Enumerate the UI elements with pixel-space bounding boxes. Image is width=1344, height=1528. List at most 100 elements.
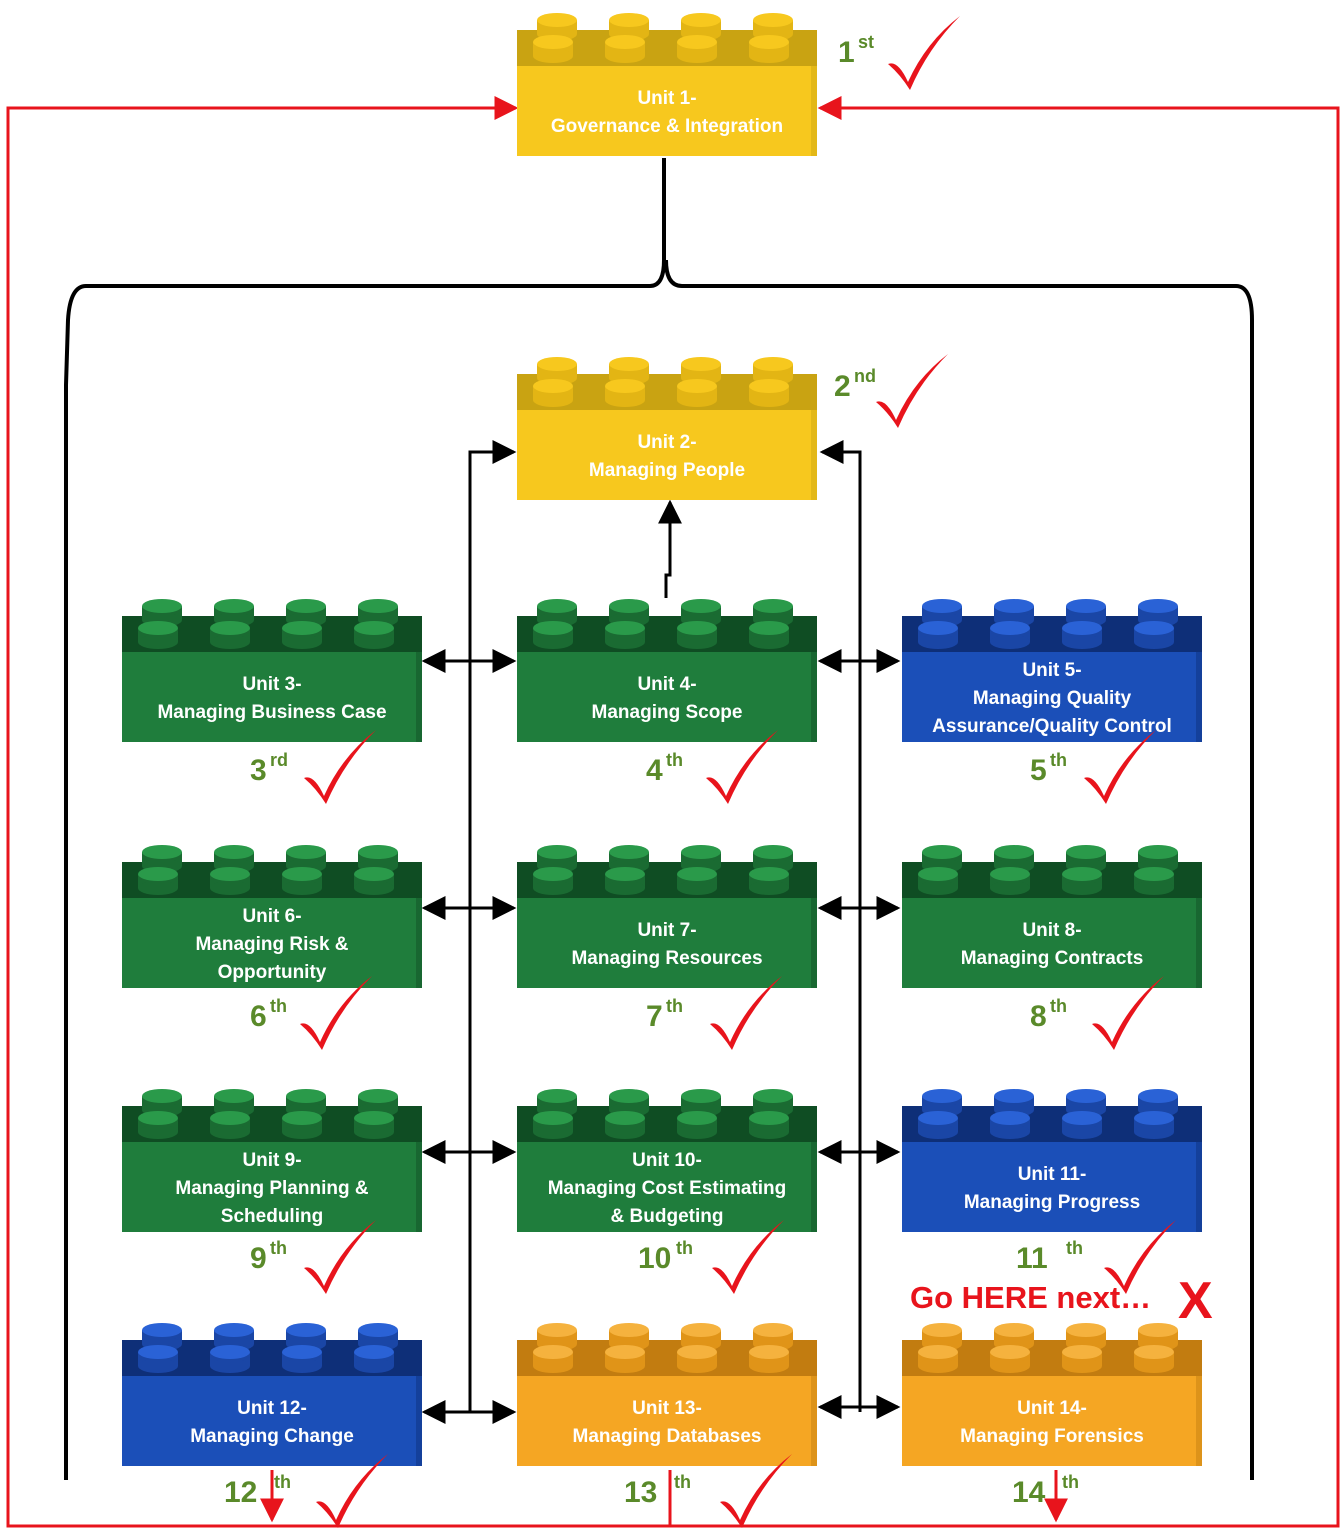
brick-top-face bbox=[517, 374, 817, 410]
brick-stud-top bbox=[605, 1111, 645, 1125]
checkmark-icon bbox=[1084, 730, 1156, 804]
brick-stud-top bbox=[605, 379, 645, 393]
brick-stud-top bbox=[753, 13, 793, 27]
rank-suffix: th bbox=[1066, 1238, 1083, 1258]
brick-stud-top bbox=[282, 867, 322, 881]
brick-stud-top bbox=[142, 845, 182, 859]
brick-stud-base bbox=[1062, 1125, 1102, 1139]
brick-stud-top bbox=[605, 621, 645, 635]
brick-stud-top bbox=[142, 1323, 182, 1337]
rank-number: 7 bbox=[646, 1000, 663, 1033]
brick-stud-base bbox=[1062, 881, 1102, 895]
brick-stud-top bbox=[681, 599, 721, 613]
rank-number: 11 bbox=[1016, 1242, 1048, 1275]
rank-suffix: th bbox=[270, 1238, 287, 1258]
unit-brick-u14[interactable]: Unit 14-Managing Forensics bbox=[902, 1323, 1202, 1466]
unit-brick-u8[interactable]: Unit 8-Managing Contracts bbox=[902, 845, 1202, 988]
unit-brick-u11[interactable]: Unit 11-Managing Progress bbox=[902, 1089, 1202, 1232]
brick-stud-base bbox=[677, 393, 717, 407]
brick-stud-top bbox=[286, 1089, 326, 1103]
unit-brick-u2[interactable]: Unit 2-Managing People bbox=[517, 357, 817, 500]
unit-brick-u13[interactable]: Unit 13-Managing Databases bbox=[517, 1323, 817, 1466]
brick-stud-top bbox=[605, 867, 645, 881]
brick-stud-base bbox=[533, 635, 573, 649]
unit-label-line: Managing Databases bbox=[573, 1426, 762, 1447]
brick-stud-top bbox=[210, 1111, 250, 1125]
brick-top-face bbox=[517, 30, 817, 66]
checkmark-icon bbox=[316, 1454, 388, 1528]
unit-brick-u5[interactable]: Unit 5-Managing QualityAssurance/Quality… bbox=[902, 599, 1202, 742]
unit-label-line: Unit 3- bbox=[242, 674, 301, 695]
brick-stud-base bbox=[138, 1359, 178, 1373]
brick-stud-top bbox=[358, 1089, 398, 1103]
brick-stud-base bbox=[990, 1359, 1030, 1373]
brick-stud-base bbox=[282, 881, 322, 895]
brick-stud-top bbox=[918, 621, 958, 635]
unit-brick-u12[interactable]: Unit 12-Managing Change bbox=[122, 1323, 422, 1466]
unit-label-line: Managing Contracts bbox=[961, 948, 1144, 969]
feedback-loop bbox=[6, 96, 1340, 1528]
brick-front-face bbox=[122, 898, 422, 988]
brick-stud-base bbox=[210, 1359, 250, 1373]
brick-stud-base bbox=[749, 49, 789, 63]
brick-stud-base bbox=[605, 1359, 645, 1373]
rank-number: 13 bbox=[624, 1476, 657, 1509]
brick-stud-top bbox=[138, 621, 178, 635]
brick-front-face bbox=[517, 410, 817, 500]
unit-label-line: & Budgeting bbox=[611, 1206, 724, 1227]
brick-stud-top bbox=[533, 379, 573, 393]
brick-stud-top bbox=[681, 1089, 721, 1103]
brick-stud-top bbox=[358, 845, 398, 859]
unit-brick-u7[interactable]: Unit 7-Managing Resources bbox=[517, 845, 817, 988]
unit-label-line: Unit 2- bbox=[637, 432, 696, 453]
brick-stud-top bbox=[286, 1323, 326, 1337]
unit-brick-u6[interactable]: Unit 6-Managing Risk &Opportunity bbox=[122, 845, 422, 988]
rank-number: 12 bbox=[224, 1476, 257, 1509]
unit-brick-u9[interactable]: Unit 9-Managing Planning &Scheduling bbox=[122, 1089, 422, 1232]
brick-stud-top bbox=[749, 1111, 789, 1125]
brick-stud-top bbox=[537, 1323, 577, 1337]
brick-shadow bbox=[811, 1376, 817, 1466]
brick-stud-top bbox=[1134, 1345, 1174, 1359]
brick-stud-top bbox=[282, 621, 322, 635]
unit-brick-u3[interactable]: Unit 3-Managing Business Case bbox=[122, 599, 422, 742]
unit-label-line: Unit 4- bbox=[637, 674, 696, 695]
brick-stud-top bbox=[749, 35, 789, 49]
rank-suffix: rd bbox=[270, 750, 288, 770]
brick-front-face bbox=[902, 1142, 1202, 1232]
brick-stud-top bbox=[753, 599, 793, 613]
unit-brick-u1[interactable]: Unit 1-Governance & Integration bbox=[517, 13, 817, 156]
brick-stud-base bbox=[605, 881, 645, 895]
unit-label-line: Unit 11- bbox=[1018, 1164, 1087, 1185]
brick-top-face bbox=[122, 1340, 422, 1376]
brick-stud-top bbox=[990, 867, 1030, 881]
brick-stud-base bbox=[990, 881, 1030, 895]
checkmark-icon bbox=[304, 730, 376, 804]
unit-brick-u10[interactable]: Unit 10-Managing Cost Estimating& Budget… bbox=[517, 1089, 817, 1232]
brick-stud-base bbox=[918, 1359, 958, 1373]
brick-stud-top bbox=[210, 621, 250, 635]
brick-stud-base bbox=[605, 393, 645, 407]
rank-number: 3 bbox=[250, 754, 267, 787]
unit-brick-u4[interactable]: Unit 4-Managing Scope bbox=[517, 599, 817, 742]
brick-stud-top bbox=[681, 845, 721, 859]
brick-stud-base bbox=[354, 635, 394, 649]
brick-front-face bbox=[902, 898, 1202, 988]
brick-stud-top bbox=[1138, 845, 1178, 859]
brick-stud-top bbox=[286, 599, 326, 613]
brick-stud-top bbox=[681, 13, 721, 27]
brick-top-face bbox=[122, 862, 422, 898]
brick-stud-base bbox=[533, 881, 573, 895]
brick-stud-top bbox=[990, 1111, 1030, 1125]
brick-shadow bbox=[811, 410, 817, 500]
brick-stud-base bbox=[605, 635, 645, 649]
brick-stud-top bbox=[609, 357, 649, 371]
brick-front-face bbox=[517, 1376, 817, 1466]
